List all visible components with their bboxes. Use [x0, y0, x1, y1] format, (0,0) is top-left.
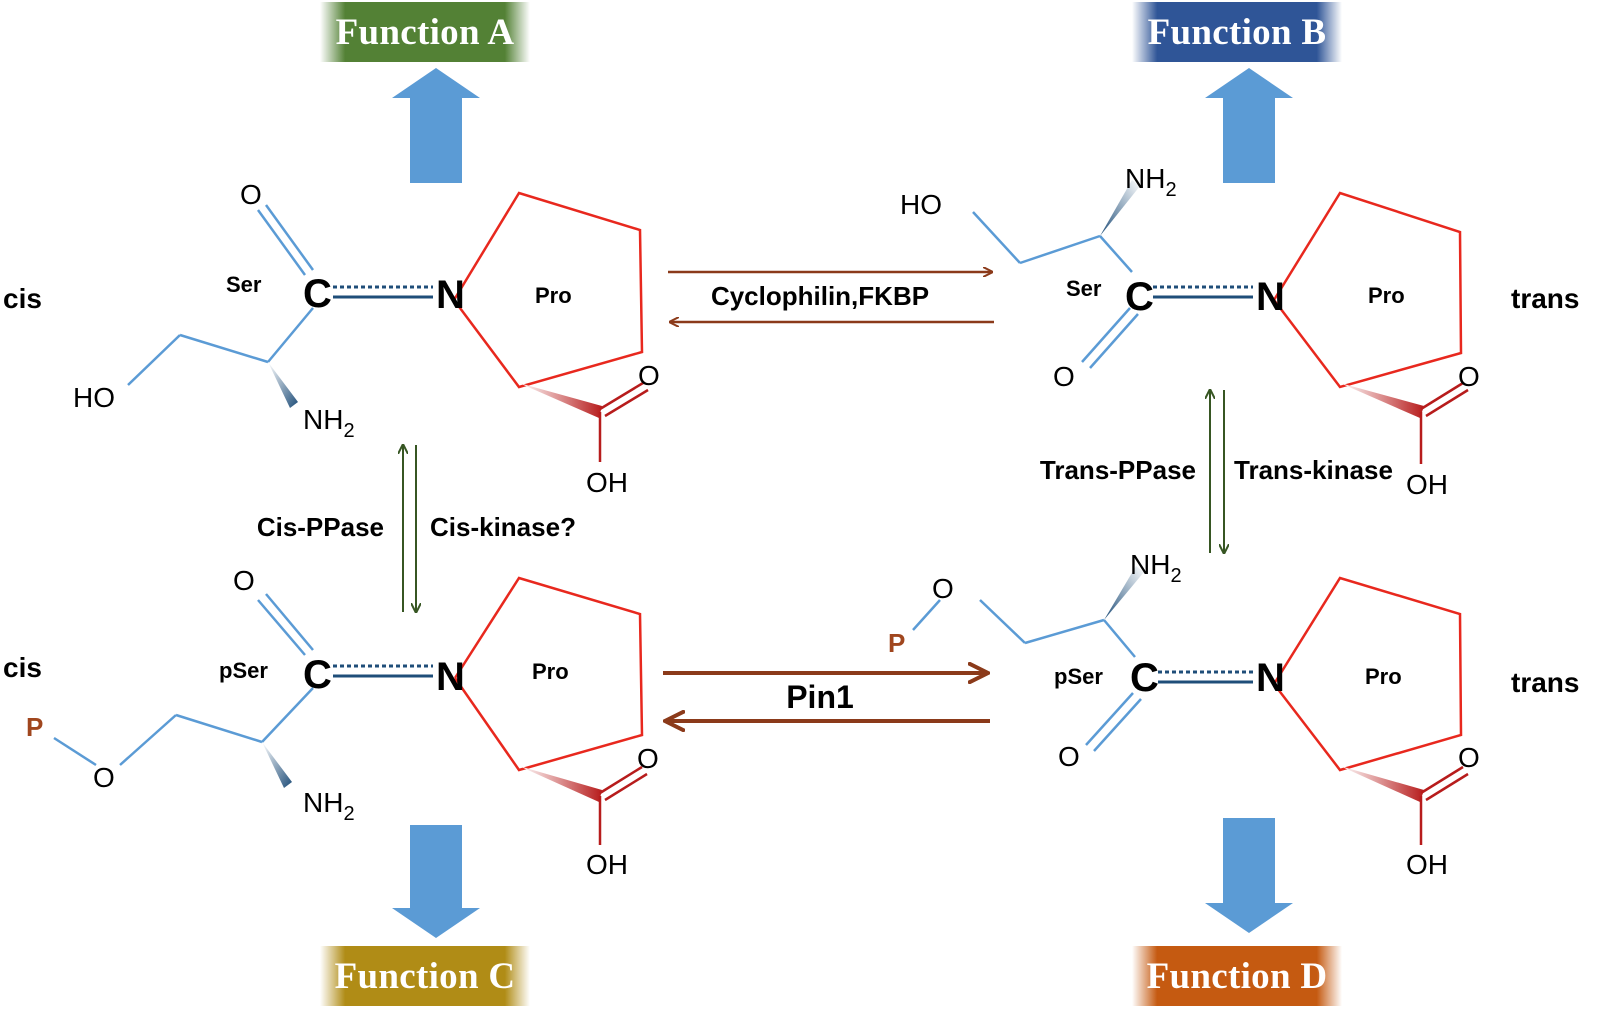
- molecule-cis-ser-pro: [127, 191, 649, 462]
- molecule-trans-ser-pro: [972, 180, 1469, 464]
- residue-label-bottom-left: pSer: [219, 658, 268, 683]
- atom-o-phospho-bottom-right: O: [932, 573, 954, 604]
- block-arrow-d: [1205, 818, 1293, 933]
- atom-o-carbonyl-top-left: O: [240, 179, 262, 210]
- isomer-label-bottom-left: cis: [3, 652, 42, 683]
- atom-nh2-top-left: NH2: [303, 404, 355, 442]
- block-arrow-b: [1205, 68, 1293, 183]
- enzyme-label-pin1: Pin1: [786, 679, 854, 715]
- atom-c-top-left: C: [303, 272, 332, 316]
- atom-ho-top-left: HO: [73, 382, 115, 413]
- enzyme-label-cis-kinase: Cis-kinase?: [430, 512, 576, 542]
- atom-o-acid-top-left: O: [638, 360, 660, 391]
- ring-label-top-left: Pro: [535, 283, 572, 308]
- atom-oh-top-left: OH: [586, 467, 628, 498]
- atom-oh-bottom-left: OH: [586, 849, 628, 880]
- atom-c-top-right: C: [1125, 275, 1154, 319]
- molecule-cis-pser-pro: [53, 576, 648, 845]
- atom-o-acid-bottom-left: O: [637, 743, 659, 774]
- atom-o-acid-bottom-right: O: [1458, 742, 1480, 773]
- enzyme-label-trans-kinase: Trans-kinase: [1234, 455, 1393, 485]
- block-arrow-a: [392, 68, 480, 183]
- atom-o-carbonyl-top-right: O: [1053, 361, 1075, 392]
- atom-n-top-right: N: [1256, 275, 1285, 319]
- atom-c-bottom-right: C: [1130, 656, 1159, 700]
- isomer-label-bottom-right: trans: [1511, 667, 1579, 698]
- atom-o-phospho-bottom-left: O: [93, 762, 115, 793]
- ring-label-top-right: Pro: [1368, 283, 1405, 308]
- atom-oh-bottom-right: OH: [1406, 849, 1448, 880]
- block-arrow-c: [392, 825, 480, 938]
- atom-o-carbonyl-bottom-left: O: [233, 565, 255, 596]
- function-b-label: Function B: [1132, 2, 1342, 62]
- isomer-label-top-left: cis: [3, 283, 42, 314]
- function-a-label: Function A: [320, 2, 530, 62]
- atom-n-top-left: N: [436, 273, 465, 317]
- molecule-trans-pser-pro: [912, 566, 1469, 845]
- atom-n-bottom-right: N: [1256, 656, 1285, 700]
- enzyme-label-cyclophilin: Cyclophilin,FKBP: [711, 281, 929, 311]
- enzyme-label-cis-ppase: Cis-PPase: [257, 512, 384, 542]
- atom-c-bottom-left: C: [303, 653, 332, 697]
- enzyme-label-trans-ppase: Trans-PPase: [1040, 455, 1196, 485]
- atom-p-bottom-left: P: [26, 712, 43, 742]
- ring-label-bottom-right: Pro: [1365, 664, 1402, 689]
- ring-label-bottom-left: Pro: [532, 659, 569, 684]
- atom-o-carbonyl-bottom-right: O: [1058, 741, 1080, 772]
- atom-oh-top-right: OH: [1406, 469, 1448, 500]
- function-c-label: Function C: [320, 946, 530, 1006]
- residue-label-top-right: Ser: [1066, 276, 1102, 301]
- residue-label-bottom-right: pSer: [1054, 664, 1103, 689]
- isomer-label-top-right: trans: [1511, 283, 1579, 314]
- atom-nh2-top-right: NH2: [1125, 163, 1177, 201]
- atom-o-acid-top-right: O: [1458, 361, 1480, 392]
- atom-nh2-bottom-right: NH2: [1130, 549, 1182, 587]
- function-d-label: Function D: [1132, 946, 1342, 1006]
- atom-ho-top-right: HO: [900, 189, 942, 220]
- atom-n-bottom-left: N: [436, 655, 465, 699]
- atom-p-bottom-right: P: [888, 628, 905, 658]
- atom-nh2-bottom-left: NH2: [303, 787, 355, 825]
- residue-label-top-left: Ser: [226, 272, 262, 297]
